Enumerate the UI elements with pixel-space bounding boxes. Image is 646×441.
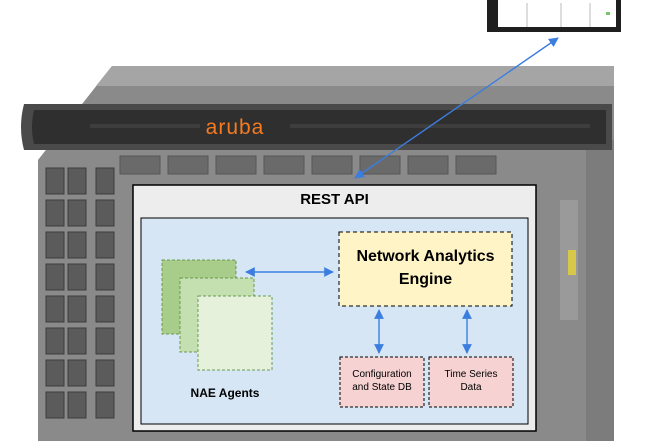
arrow-api-monitor [354,37,559,179]
chassis-bezel [21,104,612,150]
time-series-box [428,356,514,408]
config-db-box [339,356,425,408]
port-column-left [45,167,115,419]
config-db-line2: and State DB [352,382,412,393]
chassis-brand-logo: aruba [205,116,265,139]
config-db-line1: Configuration [352,369,412,380]
rest-api-title: REST API [300,191,369,208]
engine-box [338,231,513,307]
monitor-screenshot [487,0,621,32]
nae-agents-stack [161,259,273,371]
agent-page-3 [197,295,273,371]
time-series-line1: Time Series [444,369,498,380]
time-series-line2: Data [460,382,482,393]
engine-label-line1: Network Analytics [356,248,495,265]
engine-label-line2: Engine [398,271,453,288]
nae-agents-label: NAE Agents [190,386,260,400]
